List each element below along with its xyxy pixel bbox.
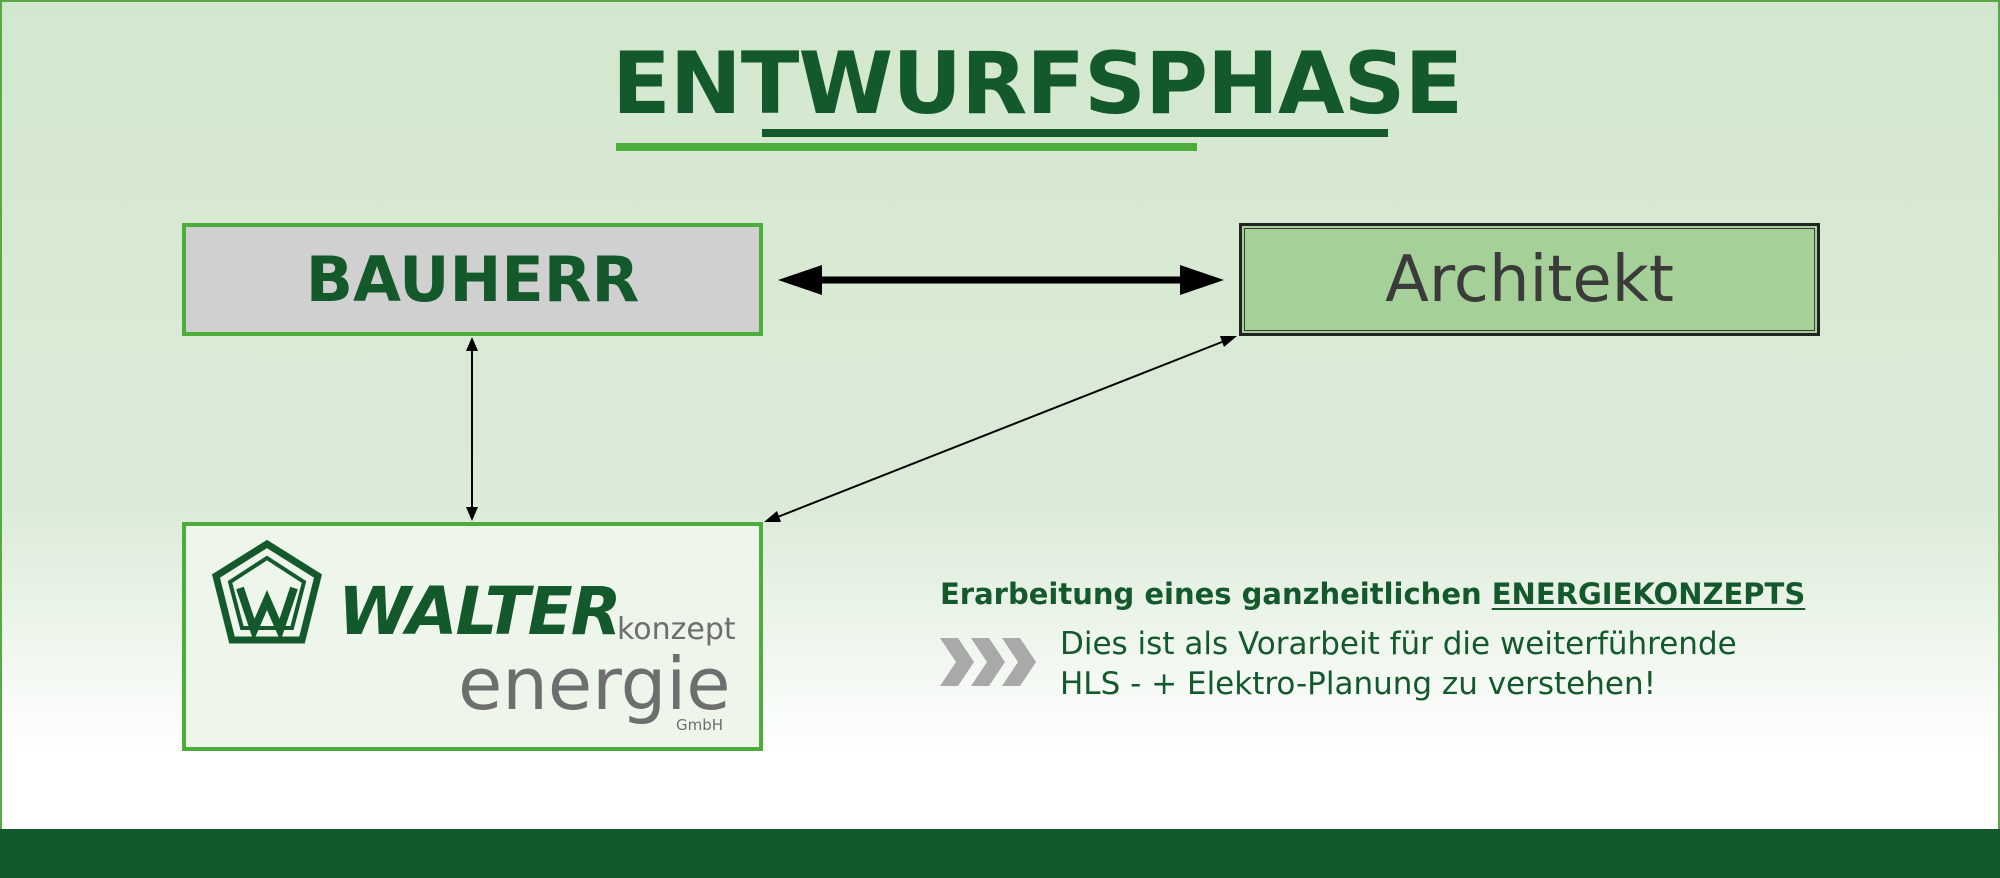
logo-brand-name: WALTER: [338, 573, 622, 650]
logo-sub: konzept: [617, 612, 736, 647]
logo-main: energie: [458, 642, 731, 726]
node-bauherr: BAUHERR: [182, 223, 763, 336]
info-heading-emphasis: ENERGIEKONZEPTS: [1491, 577, 1806, 611]
walter-logo-icon: [212, 540, 322, 644]
info-heading-prefix: Erarbeitung eines ganzheitlichen: [940, 577, 1492, 611]
title-underline-light: [616, 143, 1197, 151]
logo-legal: GmbH: [676, 716, 724, 734]
footer-bar: [0, 829, 2000, 878]
node-bauherr-label: BAUHERR: [305, 243, 640, 316]
page-title: ENTWURFSPHASE: [612, 34, 1463, 134]
info-text-line-1: Dies ist als Vorarbeit für die weiterfüh…: [1060, 626, 1737, 662]
node-architekt: Architekt: [1239, 223, 1820, 336]
info-text: Dies ist als Vorarbeit für die weiterfüh…: [1060, 624, 1737, 704]
title-underline-dark: [762, 129, 1388, 137]
node-architekt-label: Architekt: [1385, 242, 1674, 317]
info-heading: Erarbeitung eines ganzheitlichen ENERGIE…: [940, 577, 1805, 611]
chevron-arrows-icon: [940, 638, 1036, 686]
info-text-line-2: HLS - + Elektro-Planung zu verstehen!: [1060, 666, 1657, 702]
